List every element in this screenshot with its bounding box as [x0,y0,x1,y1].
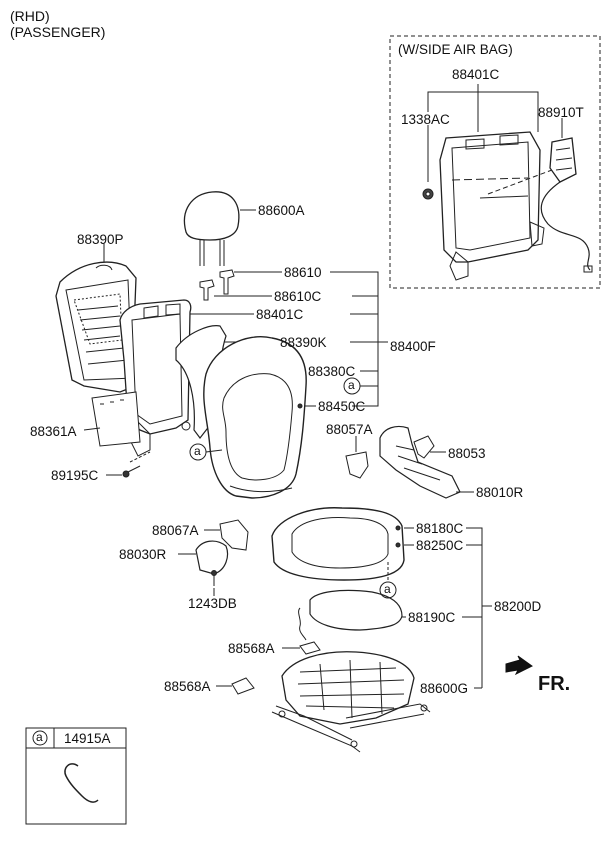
label-back-pad: 88390K [280,335,327,350]
clip-14915a-part [64,763,99,803]
ref-a-circle-cushion [379,581,397,599]
label-screw-cush: 1243DB [188,596,237,611]
recliner-cover-part [195,540,229,575]
label-cover-a: 88067A [152,523,199,538]
cap-88568a-1 [299,641,321,655]
label-cushion-assy: 88200D [494,599,542,614]
label-cap2: 88568A [164,679,211,694]
legend-symbol: a [36,730,43,744]
direction-label: FR. [538,673,571,695]
screw-1243db [211,570,217,586]
header-passenger: (PASSENGER) [10,24,106,40]
ref-a-text-frame: a [194,444,201,458]
inset-title: (W/SIDE AIR BAG) [398,42,513,57]
label-cover-c: 88053 [448,446,486,461]
cover-88067a-part [219,519,249,551]
label-back-trim: 88380C [308,364,356,379]
seat-track-part [271,651,431,753]
label-recliner: 88030R [119,547,167,562]
inset-label-airbag: 88910T [538,105,584,120]
cushion-cover-part [271,507,405,581]
header-rhd: (RHD) [10,8,50,24]
cover-88053-part [413,435,435,459]
screw-89195c [122,465,141,478]
label-cushion-pad: 88190C [408,610,456,625]
back-frame-part [119,299,192,457]
inset-box [389,35,601,289]
ref-a-text-cushion: a [384,582,391,596]
label-headrest: 88600A [258,203,305,218]
shield-88010r-part [379,425,461,499]
cap-88568a-2 [231,677,255,695]
ref-a-text-back: a [348,378,355,392]
label-track: 88600G [420,681,469,696]
cushion-assy-bracket [466,527,483,688]
label-guide: 88610 [284,265,322,280]
label-cover-b: 88057A [326,422,373,437]
headrest-part [183,191,240,266]
label-cushion-cover: 88180C [416,521,464,536]
inset-label-frame: 88401C [452,67,500,82]
label-guide-c: 88610C [274,289,322,304]
label-back-cover: 88390P [77,232,124,247]
cover-88057a-part [345,451,369,479]
back-trim-part [203,336,307,499]
cushion-pad-part [298,589,403,641]
front-arrow-icon [505,655,533,676]
label-back-assy: 88400F [390,339,436,354]
label-screw-back: 89195C [51,468,99,483]
label-back-frame: 88401C [256,307,304,322]
back-assy-bracket [330,271,379,407]
ref-a-circle-frame [189,443,207,461]
label-cap1: 88568A [228,641,275,656]
inset-label-nut: 1338AC [401,112,450,127]
label-back-heater: 88450C [318,399,366,414]
ref-a-circle-back [343,377,361,395]
headrest-guides [199,269,235,301]
inset-leader [427,91,539,132]
legend-part: 14915A [64,731,111,746]
label-cushion-heater: 88250C [416,538,464,553]
back-board-part [91,391,141,447]
label-shield: 88010R [476,485,524,500]
legend-box [25,727,127,825]
inset-airbag-module [487,137,593,273]
label-board: 88361A [30,424,77,439]
inset-seat-frame [439,131,545,281]
legend-a-circle [32,730,48,746]
inset-nut [422,188,434,200]
